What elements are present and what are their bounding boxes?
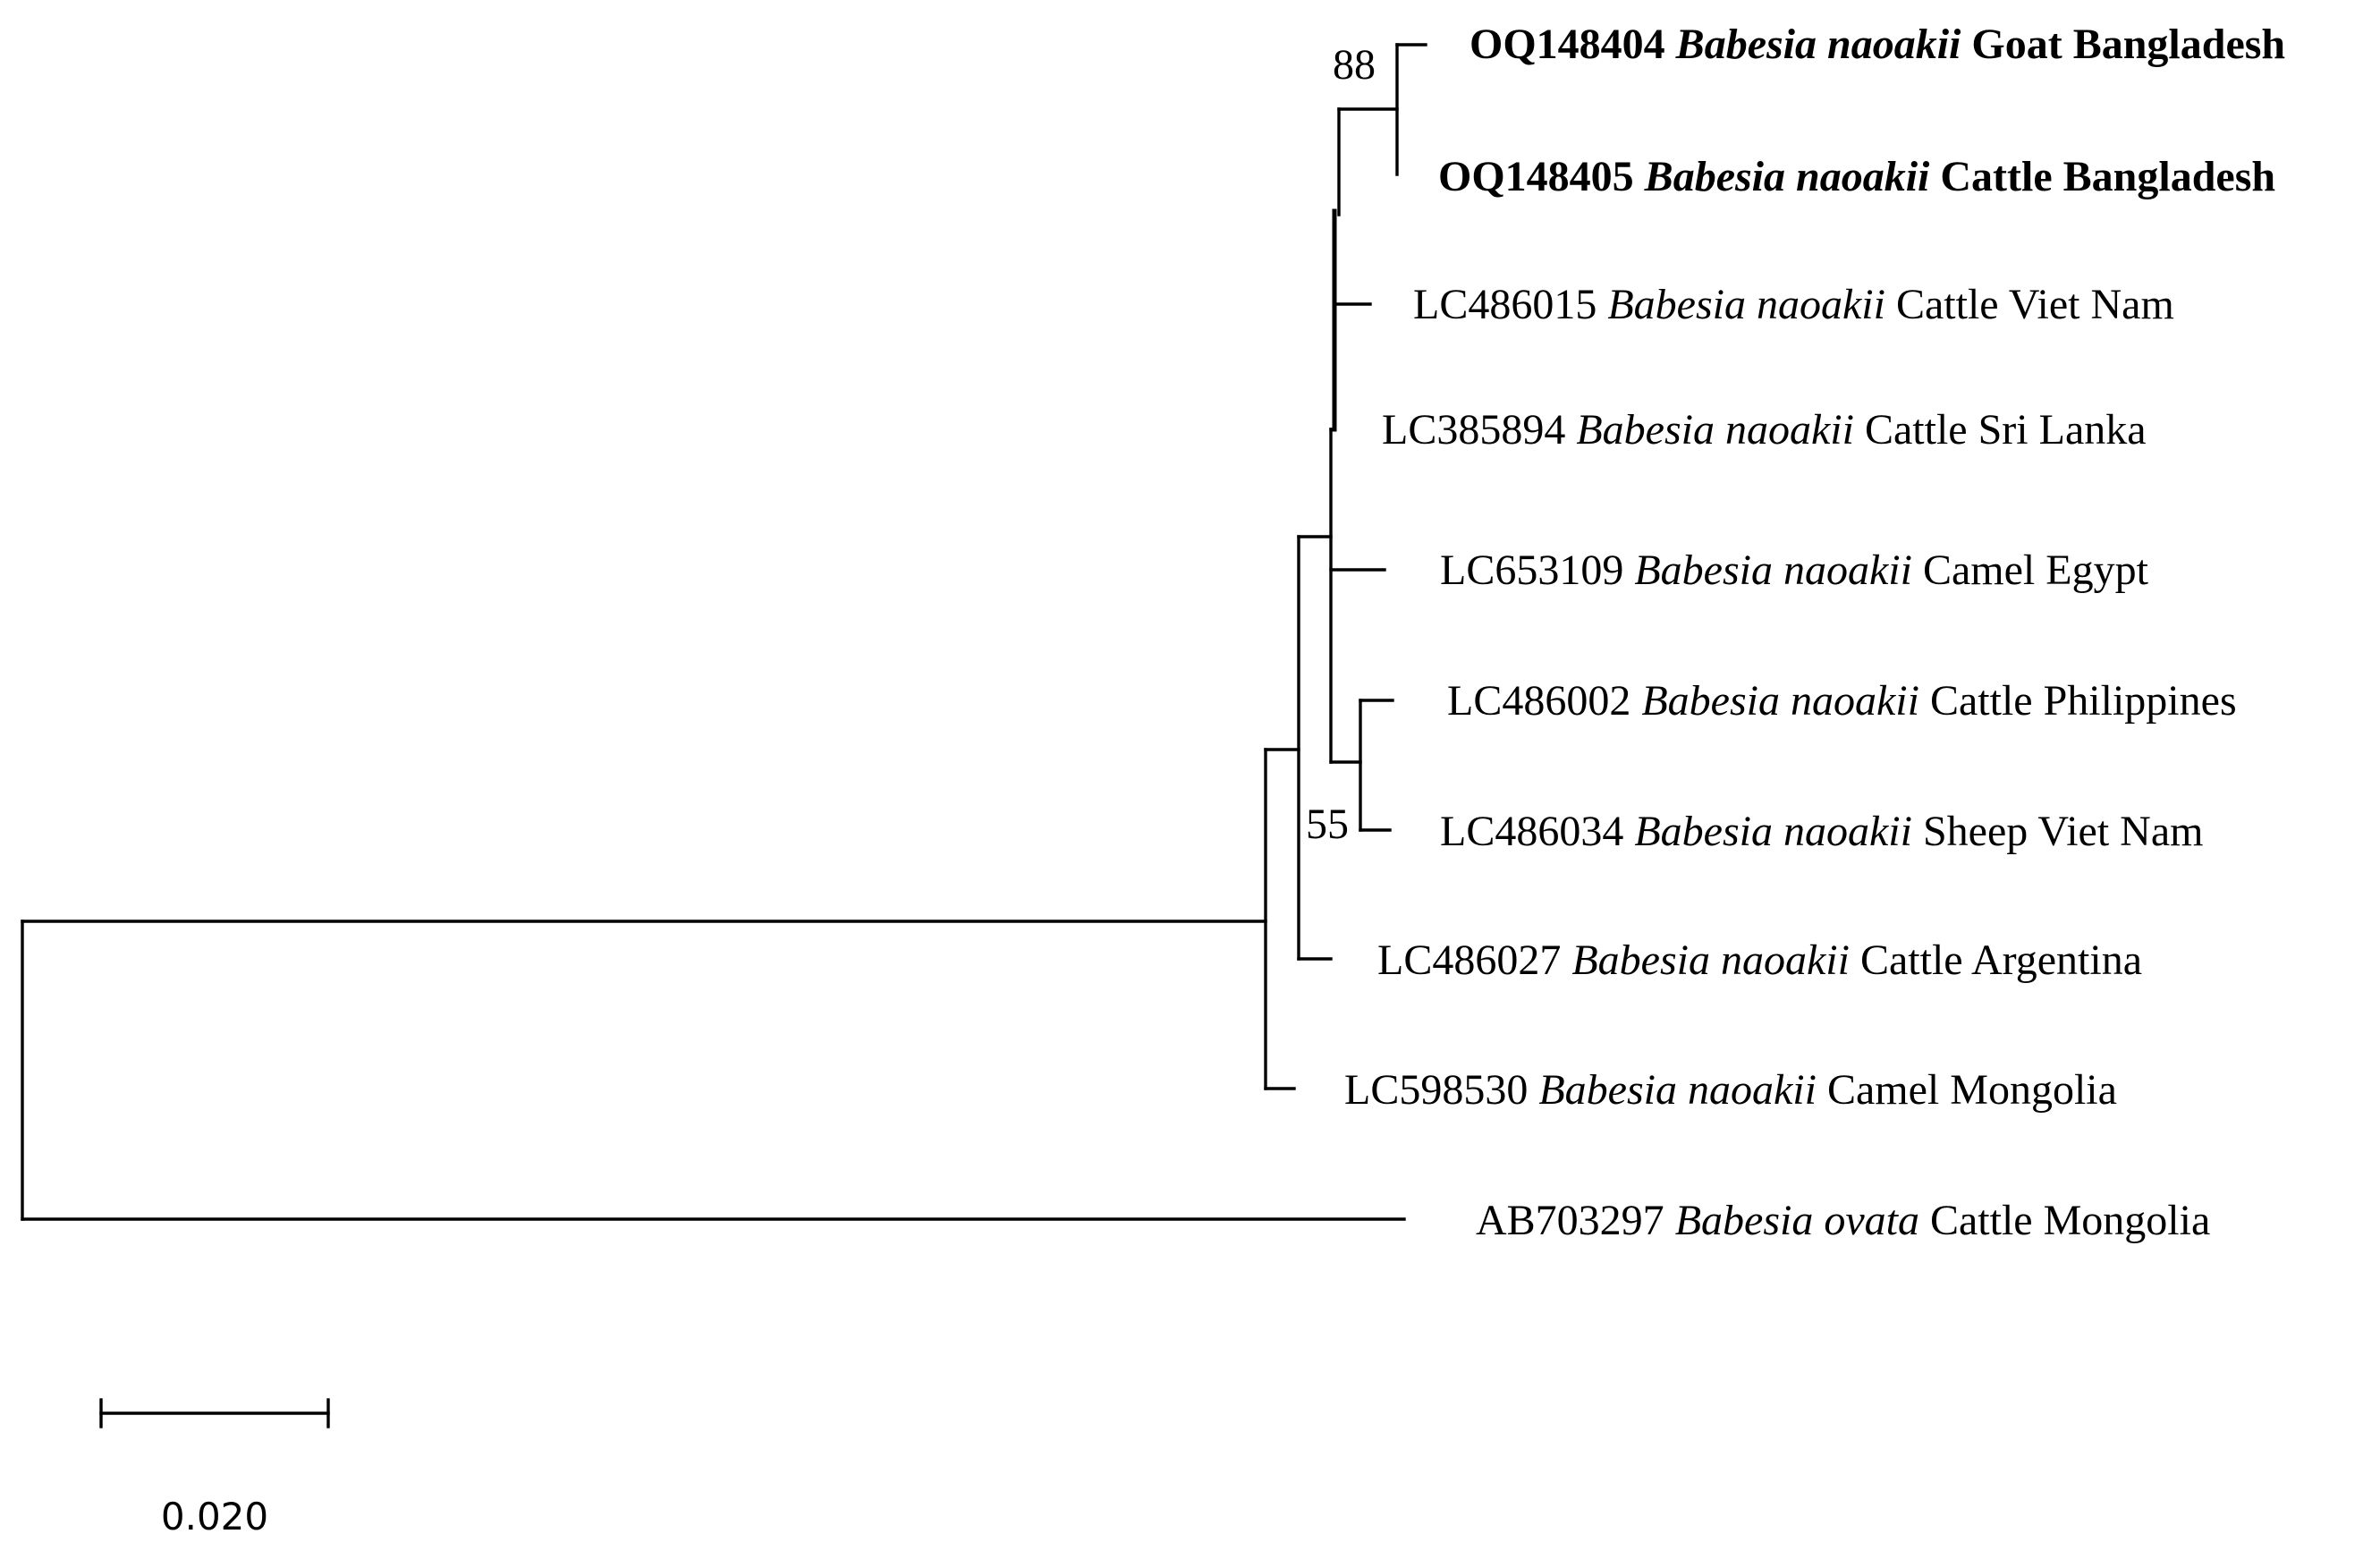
leaf-species: Babesia naoakii bbox=[1538, 1066, 1817, 1114]
leaf-host-location: Camel Mongolia bbox=[1827, 1066, 2117, 1114]
scale-bar: 0.020 bbox=[99, 1398, 330, 1538]
leaf-accession: AB703297 bbox=[1476, 1197, 1664, 1244]
leaf-species: Babesia naoakii bbox=[1675, 21, 1961, 68]
leaf-accession: LC486002 bbox=[1447, 677, 1630, 725]
bootstrap-value-bangladesh: 88 bbox=[1333, 41, 1376, 89]
leaf-accession: LC486015 bbox=[1413, 281, 1597, 328]
leaf-label-lc598530: LC598530 Babesia naoakii Camel Mongolia bbox=[1344, 1066, 2117, 1114]
leaf-label-oq148404: OQ148404 Babesia naoakii Goat Bangladesh bbox=[1470, 21, 2285, 68]
leaf-host-location: Cattle Mongolia bbox=[1930, 1197, 2210, 1244]
leaf-host-location: Camel Egypt bbox=[1923, 547, 2149, 594]
leaf-host-location: Cattle Viet Nam bbox=[1896, 281, 2174, 328]
leaf-host-location: Cattle Bangladesh bbox=[1940, 153, 2275, 200]
leaf-accession: OQ148405 bbox=[1438, 153, 1634, 200]
leaf-host-location: Sheep Viet Nam bbox=[1923, 808, 2204, 855]
leaf-label-lc385894: LC385894 Babesia naoakii Cattle Sri Lank… bbox=[1382, 406, 2147, 453]
leaf-species: Babesia naoakii bbox=[1634, 808, 1912, 855]
leaf-accession: LC486034 bbox=[1440, 808, 1623, 855]
leaf-species: Babesia naoakii bbox=[1634, 547, 1912, 594]
leaf-accession: LC486027 bbox=[1377, 937, 1561, 984]
leaf-label-oq148405: OQ148405 Babesia naoakii Cattle Banglade… bbox=[1438, 153, 2275, 200]
leaf-label-ab703297: AB703297 Babesia ovata Cattle Mongolia bbox=[1476, 1197, 2210, 1244]
leaf-host-location: Goat Bangladesh bbox=[1971, 21, 2285, 68]
leaf-label-lc486002: LC486002 Babesia naoakii Cattle Philippi… bbox=[1447, 677, 2237, 725]
leaf-accession: LC598530 bbox=[1344, 1066, 1528, 1114]
leaf-species: Babesia naoakii bbox=[1644, 153, 1930, 200]
leaf-host-location: Cattle Argentina bbox=[1860, 937, 2142, 984]
tree-branches bbox=[21, 43, 1427, 1221]
leaf-label-lc486015: LC486015 Babesia naoakii Cattle Viet Nam bbox=[1413, 281, 2174, 328]
leaf-species: Babesia naoakii bbox=[1576, 406, 1854, 453]
leaf-accession: OQ148404 bbox=[1470, 21, 1665, 68]
leaf-host-location: Cattle Philippines bbox=[1930, 677, 2237, 725]
leaf-label-lc486027: LC486027 Babesia naoakii Cattle Argentin… bbox=[1377, 937, 2142, 984]
leaf-accession: LC653109 bbox=[1440, 547, 1623, 594]
leaf-host-location: Cattle Sri Lanka bbox=[1865, 406, 2147, 453]
leaf-accession: LC385894 bbox=[1382, 406, 1565, 453]
leaf-labels: OQ148404 Babesia naoakii Goat Bangladesh… bbox=[1344, 21, 2285, 1244]
leaf-label-lc653109: LC653109 Babesia naoakii Camel Egypt bbox=[1440, 547, 2149, 594]
leaf-label-lc486034: LC486034 Babesia naoakii Sheep Viet Nam bbox=[1440, 808, 2203, 855]
bootstrap-value-philippines-sheep: 55 bbox=[1306, 801, 1349, 848]
scale-bar-label: 0.020 bbox=[161, 1495, 268, 1538]
leaf-species: Babesia ovata bbox=[1675, 1197, 1919, 1244]
leaf-species: Babesia naoakii bbox=[1607, 281, 1885, 328]
leaf-species: Babesia naoakii bbox=[1641, 677, 1919, 725]
leaf-species: Babesia naoakii bbox=[1571, 937, 1850, 984]
